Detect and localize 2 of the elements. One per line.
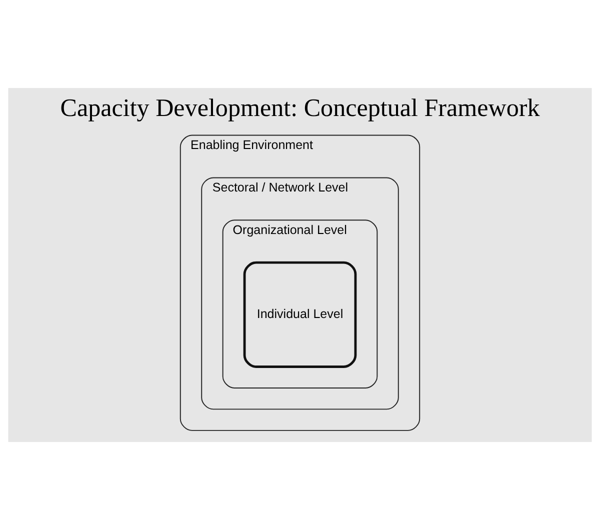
node-box: Individual Level [243,260,357,368]
diagram-title: Capacity Development: Conceptual Framework [60,94,540,122]
